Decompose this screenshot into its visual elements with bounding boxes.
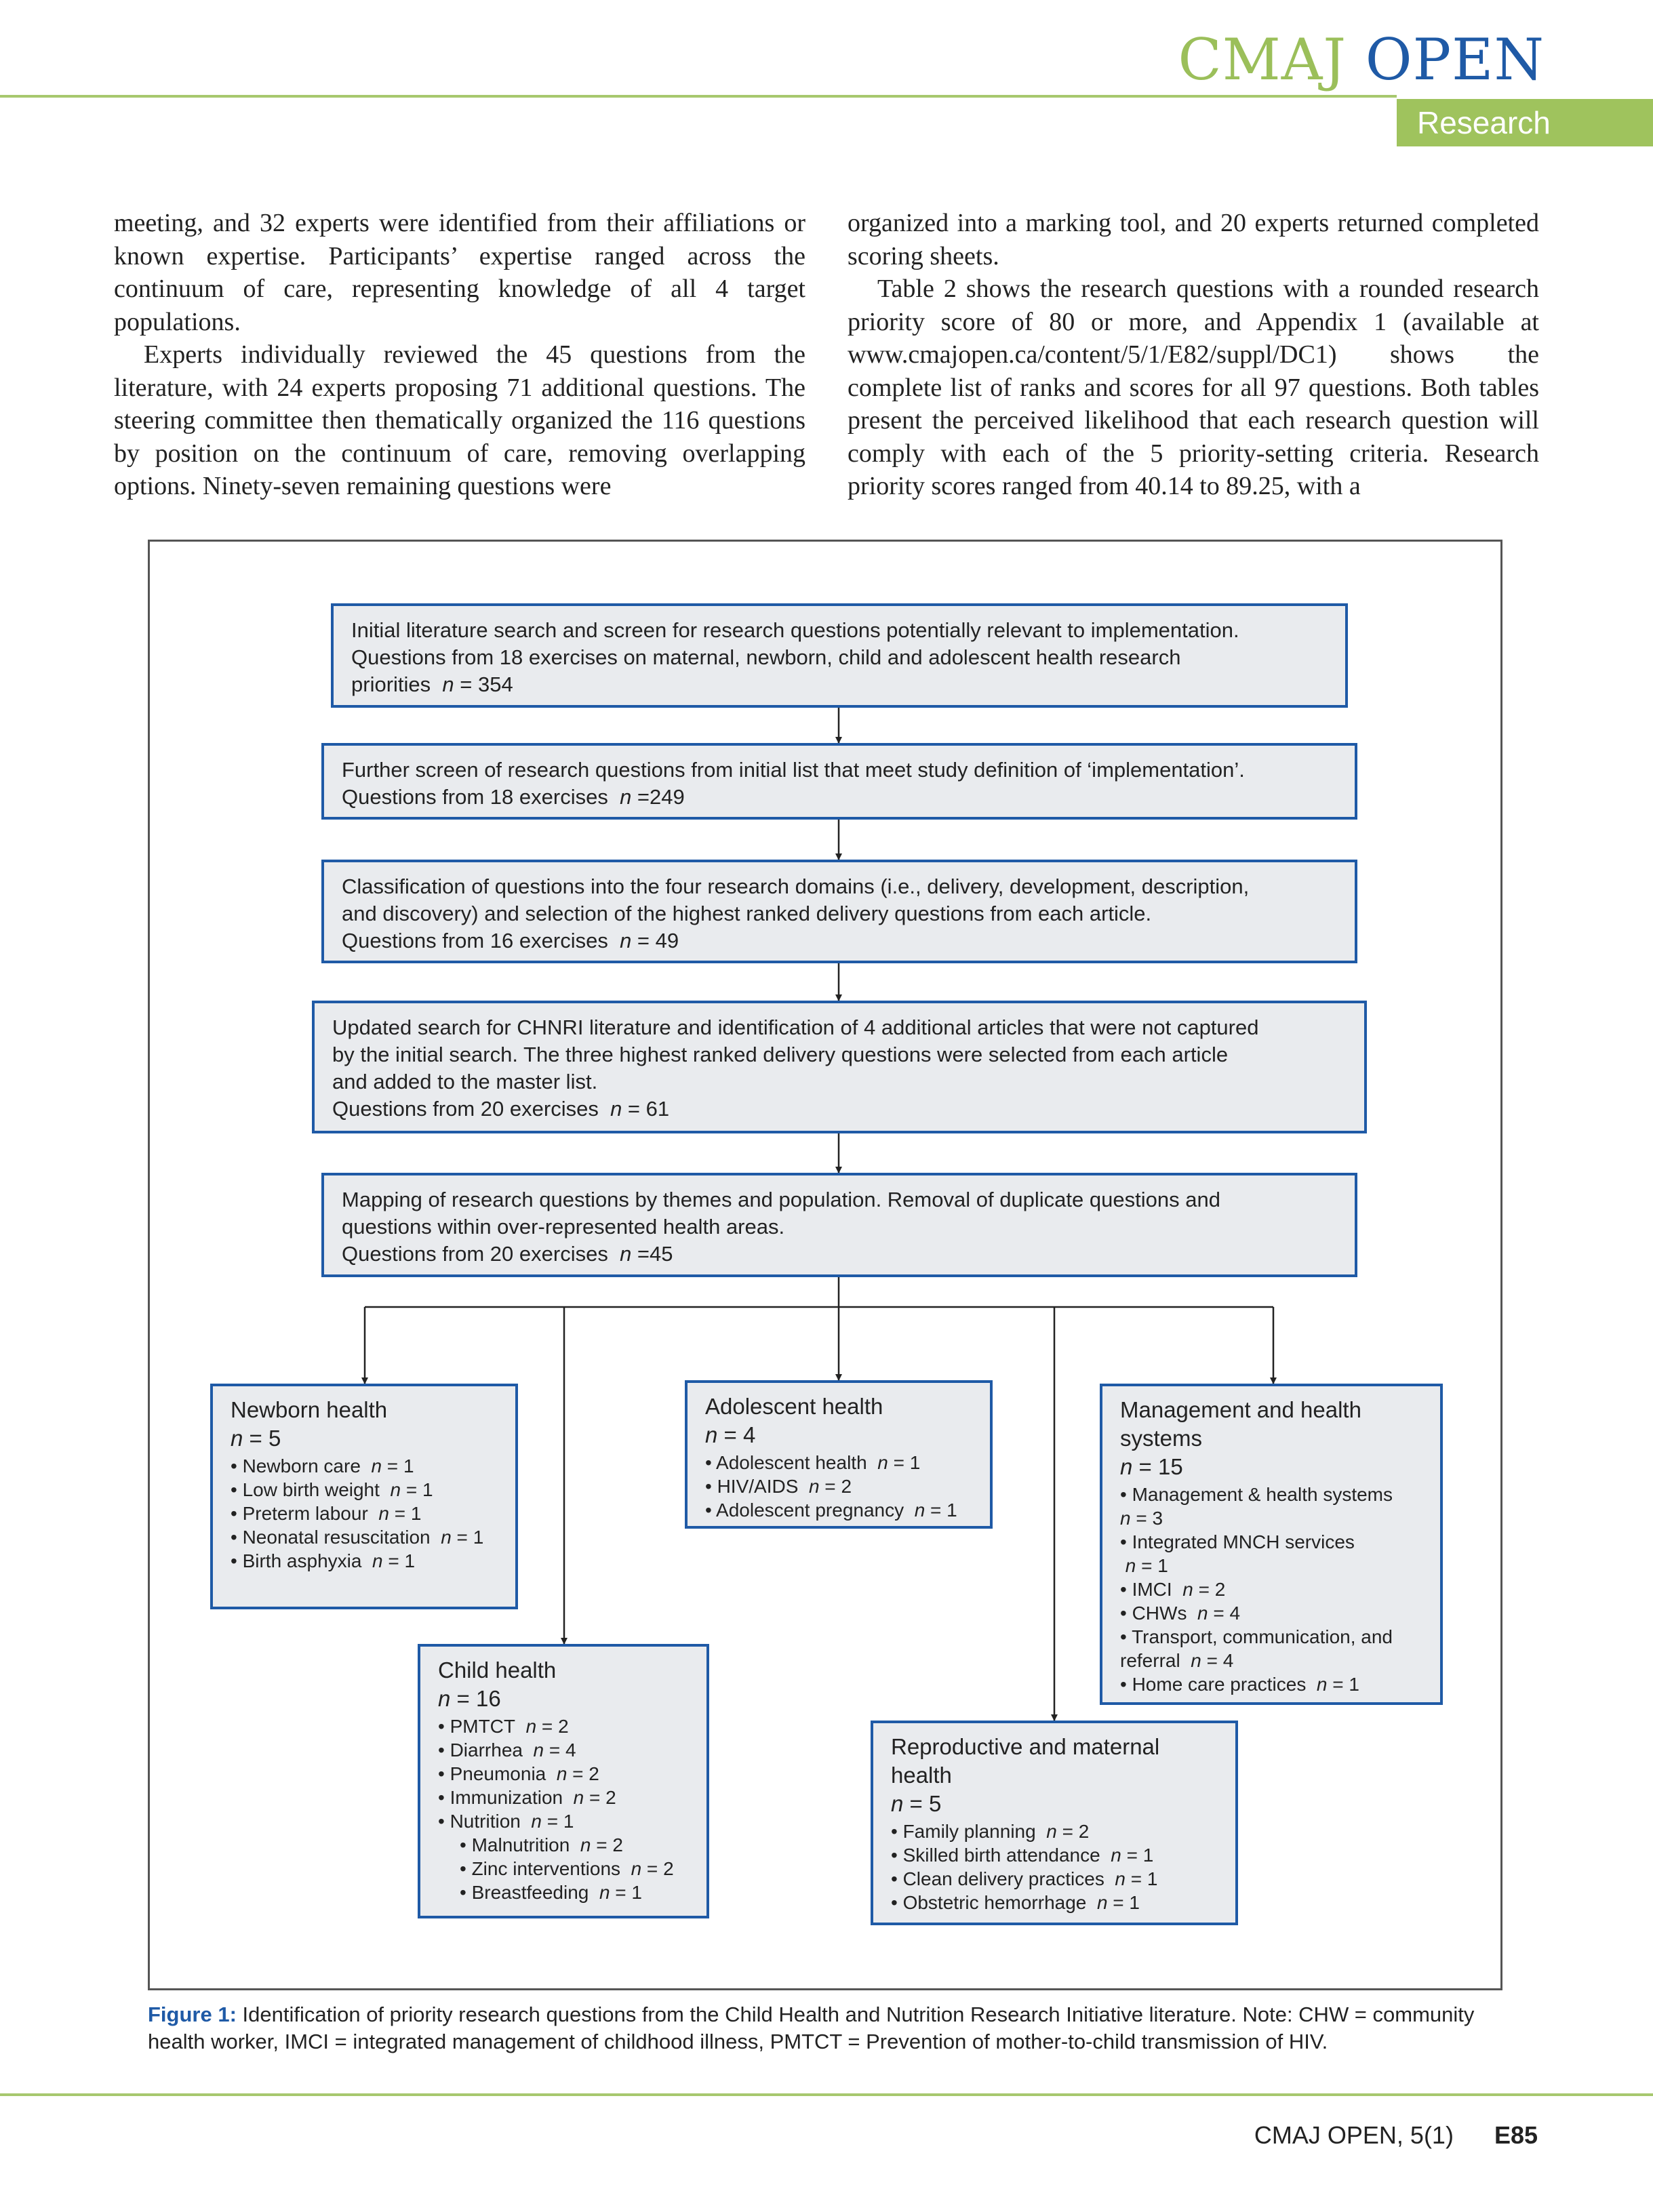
list-item: • Malnutrition n = 2 — [460, 1834, 623, 1855]
reproductive-list: • Family planning n = 2 • Skilled birth … — [891, 1819, 1218, 1914]
header-rule — [0, 95, 1397, 98]
flow-step-5-count: Questions from 20 exercises n =45 — [342, 1242, 673, 1266]
flow-step-1-count: priorities n = 354 — [351, 672, 513, 696]
flow-step-4-line-2: by the initial search. The three highest… — [332, 1043, 1229, 1066]
right-column: organized into a marking tool, and 20 ex… — [848, 207, 1539, 503]
newborn-list: • Newborn care n = 1 • Low birth weight … — [231, 1454, 498, 1573]
newborn-health-box: Newborn health n = 5 • Newborn care n = … — [210, 1384, 518, 1609]
figure-caption-label: Figure 1: — [148, 2003, 237, 2026]
flow-step-3: Classification of questions into the fou… — [321, 860, 1357, 963]
left-column: meeting, and 32 experts were identified … — [114, 207, 805, 503]
reproductive-maternal-health-box: Reproductive and maternal health n = 5 •… — [871, 1721, 1238, 1925]
newborn-total: n = 5 — [231, 1426, 281, 1451]
list-item: • Diarrhea n = 4 — [438, 1740, 576, 1761]
flow-step-5-line-2: questions within over-represented health… — [342, 1215, 785, 1239]
management-total: n = 15 — [1120, 1454, 1183, 1479]
management-title-line-2: systems — [1120, 1426, 1203, 1451]
page-footer: CMAJ OPEN, 5(1) E85 — [1254, 2120, 1538, 2150]
list-item: • Obstetric hemorrhage n = 1 — [891, 1892, 1140, 1913]
flow-step-5: Mapping of research questions by themes … — [321, 1173, 1357, 1277]
list-item: • HIV/AIDS n = 2 — [705, 1476, 852, 1497]
list-item: • Preterm labour n = 1 — [231, 1503, 422, 1524]
page-number: E85 — [1494, 2121, 1538, 2149]
child-title: Child health — [438, 1657, 557, 1683]
list-item: • Skilled birth attendance n = 1 — [891, 1845, 1154, 1866]
flow-step-4: Updated search for CHNRI literature and … — [312, 1001, 1367, 1133]
footer-rule — [0, 2093, 1653, 2096]
flow-step-3-line-2: and discovery) and selection of the high… — [342, 902, 1152, 925]
list-item: • IMCI n = 2 — [1120, 1579, 1226, 1600]
flow-step-4-line-3: and added to the master list. — [332, 1070, 598, 1093]
logo-cmaj: CMAJ — [1178, 26, 1347, 93]
list-item: • Zinc interventions n = 2 — [460, 1858, 674, 1879]
right-paragraph-2: Table 2 shows the research questions wit… — [848, 275, 1539, 500]
management-health-systems-box: Management and health systems n = 15 • M… — [1100, 1384, 1443, 1705]
child-list: • PMTCT n = 2 • Diarrhea n = 4 • Pneumon… — [438, 1714, 689, 1904]
adolescent-health-box: Adolescent health n = 4 • Adolescent hea… — [685, 1380, 993, 1529]
adolescent-list: • Adolescent health n = 1 • HIV/AIDS n =… — [705, 1451, 972, 1522]
flow-step-2: Further screen of research questions fro… — [321, 743, 1357, 820]
adolescent-total: n = 4 — [705, 1422, 756, 1447]
flow-step-5-line-1: Mapping of research questions by themes … — [342, 1188, 1220, 1211]
list-item: • PMTCT n = 2 — [438, 1716, 569, 1737]
flow-step-3-count: Questions from 16 exercises n = 49 — [342, 929, 679, 952]
child-total: n = 16 — [438, 1686, 501, 1711]
reproductive-title-line-2: health — [891, 1763, 952, 1788]
list-item: • Pneumonia n = 2 — [438, 1763, 599, 1784]
management-title-line-1: Management and health — [1120, 1397, 1361, 1422]
list-item: • Adolescent pregnancy n = 1 — [705, 1500, 957, 1521]
list-item: • Clean delivery practices n = 1 — [891, 1868, 1158, 1889]
list-item: • Immunization n = 2 — [438, 1787, 616, 1808]
flow-step-1-line-2: Questions from 18 exercises on maternal,… — [351, 645, 1181, 669]
list-item: • Newborn care n = 1 — [231, 1455, 414, 1476]
list-item: • Home care practices n = 1 — [1120, 1674, 1359, 1695]
flow-step-2-count: Questions from 18 exercises n =249 — [342, 785, 685, 809]
logo-open: OPEN — [1365, 26, 1545, 93]
reproductive-title-line-1: Reproductive and maternal — [891, 1734, 1160, 1759]
newborn-title: Newborn health — [231, 1397, 388, 1422]
journal-logo: CMAJ OPEN — [1178, 26, 1545, 94]
list-item: • Low birth weight n = 1 — [231, 1479, 433, 1500]
child-health-box: Child health n = 16 • PMTCT n = 2 • Diar… — [418, 1644, 709, 1918]
list-item: • Integrated MNCH services n = 1 — [1120, 1531, 1355, 1576]
footer-journal: CMAJ OPEN, 5(1) — [1254, 2121, 1454, 2149]
flow-step-4-count: Questions from 20 exercises n = 61 — [332, 1097, 670, 1121]
figure-caption: Figure 1: Identification of priority res… — [148, 2001, 1504, 2055]
left-paragraph-1: meeting, and 32 experts were identified … — [114, 209, 805, 336]
section-label: Research — [1397, 99, 1653, 146]
adolescent-title: Adolescent health — [705, 1394, 883, 1419]
list-item: • Adolescent health n = 1 — [705, 1452, 921, 1473]
flow-step-3-line-1: Classification of questions into the fou… — [342, 874, 1250, 898]
list-item: • Breastfeeding n = 1 — [460, 1882, 642, 1903]
figure-caption-text: Identification of priority research ques… — [148, 2003, 1475, 2053]
flow-step-1: Initial literature search and screen for… — [331, 603, 1348, 708]
left-paragraph-2: Experts individually reviewed the 45 que… — [114, 340, 805, 500]
list-item: • Nutrition n = 1 — [438, 1811, 574, 1832]
reproductive-total: n = 5 — [891, 1791, 942, 1816]
flow-step-1-line-1: Initial literature search and screen for… — [351, 618, 1239, 642]
right-paragraph-1: organized into a marking tool, and 20 ex… — [848, 209, 1539, 270]
list-item: • CHWs n = 4 — [1120, 1603, 1241, 1624]
list-item: • Neonatal resuscitation n = 1 — [231, 1527, 484, 1548]
flow-step-4-line-1: Updated search for CHNRI literature and … — [332, 1015, 1259, 1039]
list-item: • Family planning n = 2 — [891, 1821, 1090, 1842]
list-item: • Birth asphyxia n = 1 — [231, 1550, 416, 1571]
flow-step-2-line-1: Further screen of research questions fro… — [342, 758, 1245, 782]
